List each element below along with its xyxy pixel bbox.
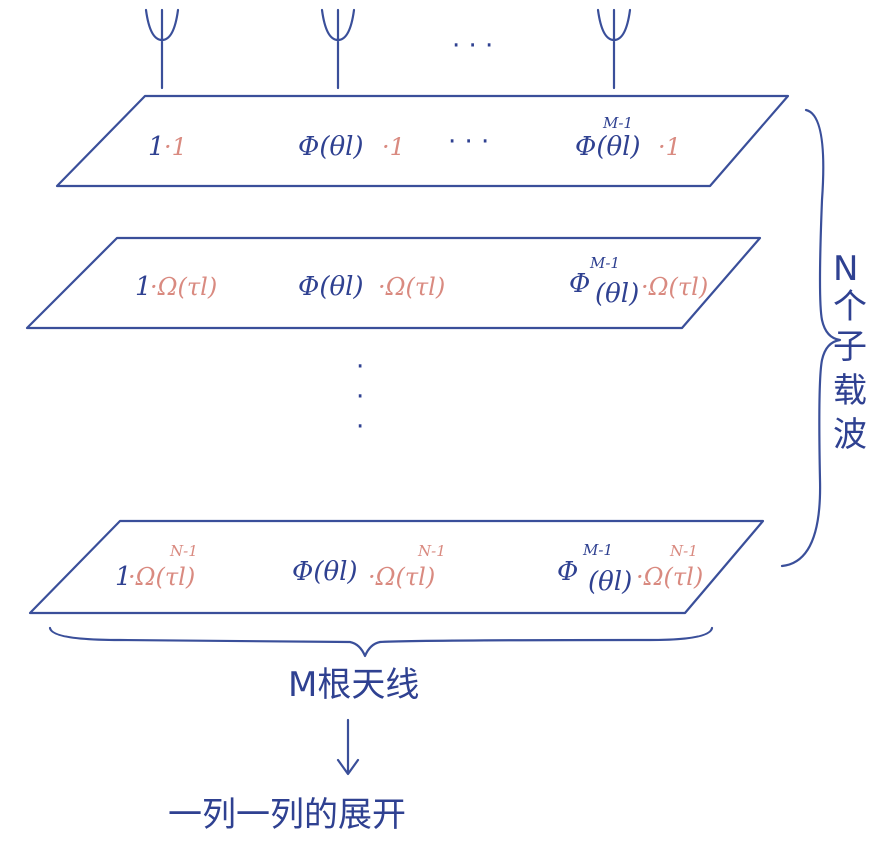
cell-base: (θl) — [588, 567, 632, 597]
antenna-3-icon — [596, 8, 632, 90]
cell-phase-sup: N-1 — [417, 542, 446, 560]
cell-phase: ·Ω(τl) — [378, 273, 445, 301]
layer-3-cells: 1 ·Ω(τl) N-1 Φ(θl) ·Ω(τl) N-1 Φ M-1 (θl)… — [115, 541, 703, 597]
cell-base: Φ(θl) — [292, 557, 358, 587]
antenna-dots: · · · — [452, 31, 493, 61]
bottom-text: 一列一列的展开 — [168, 795, 406, 835]
subcarrier-label-char: 波 — [833, 415, 867, 455]
cell-phase: ·Ω(τl) — [150, 273, 217, 301]
cell-sup: M-1 — [582, 541, 613, 559]
cell-phi-icon: Φ — [569, 269, 590, 299]
down-arrow-icon — [336, 718, 360, 776]
layer-plane-1 — [55, 94, 790, 188]
subcarrier-label-char: N — [833, 249, 858, 289]
antenna-1-icon — [144, 8, 180, 90]
cell-sup: M-1 — [589, 254, 620, 272]
subcarrier-brace — [780, 108, 842, 568]
cell-phase: ·Ω(τl) — [641, 273, 708, 301]
subcarrier-label-char: 个 — [833, 287, 867, 327]
cell-phase: ·Ω(τl) — [368, 563, 435, 591]
cell-phase-sup: N-1 — [169, 542, 198, 560]
cell-phase-sup: N-1 — [669, 542, 698, 560]
antenna-2-icon — [320, 8, 356, 90]
cell-phase: ·Ω(τl) — [636, 563, 703, 591]
cell-sup: M-1 — [602, 114, 633, 132]
vertical-dot-2: · — [356, 382, 364, 412]
cell-phase: ·Ω(τl) — [128, 563, 195, 591]
vertical-dot-3: · — [356, 412, 364, 442]
cell-base: 1 — [135, 272, 152, 302]
subcarrier-label-char: 载 — [833, 371, 867, 411]
cell-phi-icon: Φ — [557, 557, 578, 587]
antenna-label: M根天线 — [288, 665, 419, 705]
cell-base: (θl) — [595, 279, 639, 309]
cell-base: Φ(θl) — [298, 272, 364, 302]
layer-plane-3 — [28, 519, 765, 615]
cell-base: Φ(θl) — [575, 132, 641, 162]
cell-base: Φ(θl) — [298, 132, 364, 162]
antenna-brace — [48, 626, 714, 658]
vertical-dot-1: · — [356, 352, 364, 382]
subcarrier-label: N 个 子 载 波 — [833, 249, 867, 455]
cell-phase: ·1 — [164, 133, 187, 161]
cell-phase: ·1 — [658, 133, 681, 161]
cell-base: 1 — [115, 562, 132, 592]
cell-base: 1 — [148, 132, 165, 162]
subcarrier-label-char: 子 — [833, 327, 867, 367]
cell-phase: ·1 — [382, 133, 405, 161]
layer-dots: · · · — [448, 127, 489, 157]
layer-1-cells: 1 ·1 Φ(θl) ·1 · · · Φ(θl) M-1 ·1 — [148, 114, 681, 162]
layer-2-cells: 1 ·Ω(τl) Φ(θl) ·Ω(τl) Φ M-1 (θl) ·Ω(τl) — [135, 254, 708, 309]
layer-plane-2 — [25, 236, 762, 330]
